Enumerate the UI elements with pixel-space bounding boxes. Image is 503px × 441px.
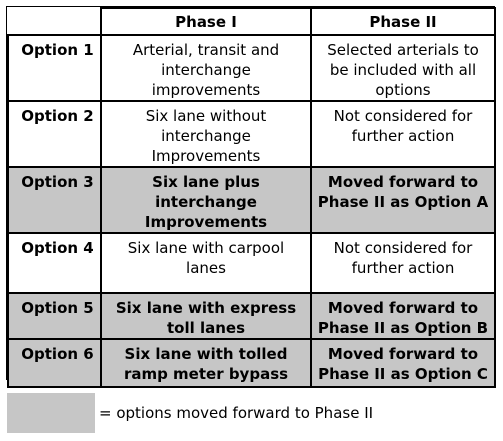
option-label: Option 1 (7, 34, 102, 102)
phase-1-cell: Six lane with carpool lanes (100, 232, 312, 294)
phase-1-cell: Six lane without interchange Improvement… (100, 100, 312, 168)
phase-2-cell: Selected arterials to be included with a… (310, 34, 496, 102)
legend: = options moved forward to Phase II (7, 393, 373, 433)
phase-1-cell: Six lane plus interchange Improvements (100, 166, 312, 234)
phase-2-cell: Moved forward to Phase II as Option C (310, 338, 496, 388)
phase-1-cell: Arterial, transit and interchange improv… (100, 34, 312, 102)
phase-1-cell: Six lane with tolled ramp meter bypass (100, 338, 312, 388)
option-label: Option 5 (7, 292, 102, 340)
phase-1-cell: Six lane with express toll lanes (100, 292, 312, 340)
legend-swatch (7, 393, 95, 433)
header-blank-cell (8, 8, 102, 36)
phase-2-cell: Not considered for further action (310, 100, 496, 168)
table-row-option-6: Option 6 Six lane with tolled ramp meter… (7, 338, 496, 388)
option-label: Option 3 (7, 166, 102, 234)
table-row-option-3: Option 3 Six lane plus interchange Impro… (7, 166, 496, 234)
option-label: Option 4 (7, 232, 102, 294)
header-phase-2: Phase II (310, 7, 496, 36)
table-row-option-5: Option 5 Six lane with express toll lane… (7, 292, 496, 340)
phase-2-cell: Moved forward to Phase II as Option B (310, 292, 496, 340)
table-row-option-2: Option 2 Six lane without interchange Im… (7, 100, 496, 168)
option-label: Option 2 (7, 100, 102, 168)
option-label: Option 6 (7, 338, 102, 388)
header-phase-1: Phase I (100, 7, 312, 36)
header-row: Phase I Phase II (8, 7, 496, 36)
legend-text: = options moved forward to Phase II (99, 404, 374, 422)
phase-2-cell: Moved forward to Phase II as Option A (310, 166, 496, 234)
table-row-option-4: Option 4 Six lane with carpool lanes Not… (7, 232, 496, 294)
phase-2-cell: Not considered for further action (310, 232, 496, 294)
table-row-option-1: Option 1 Arterial, transit and interchan… (7, 34, 496, 102)
options-table: Phase I Phase II Option 1 Arterial, tran… (7, 7, 496, 388)
